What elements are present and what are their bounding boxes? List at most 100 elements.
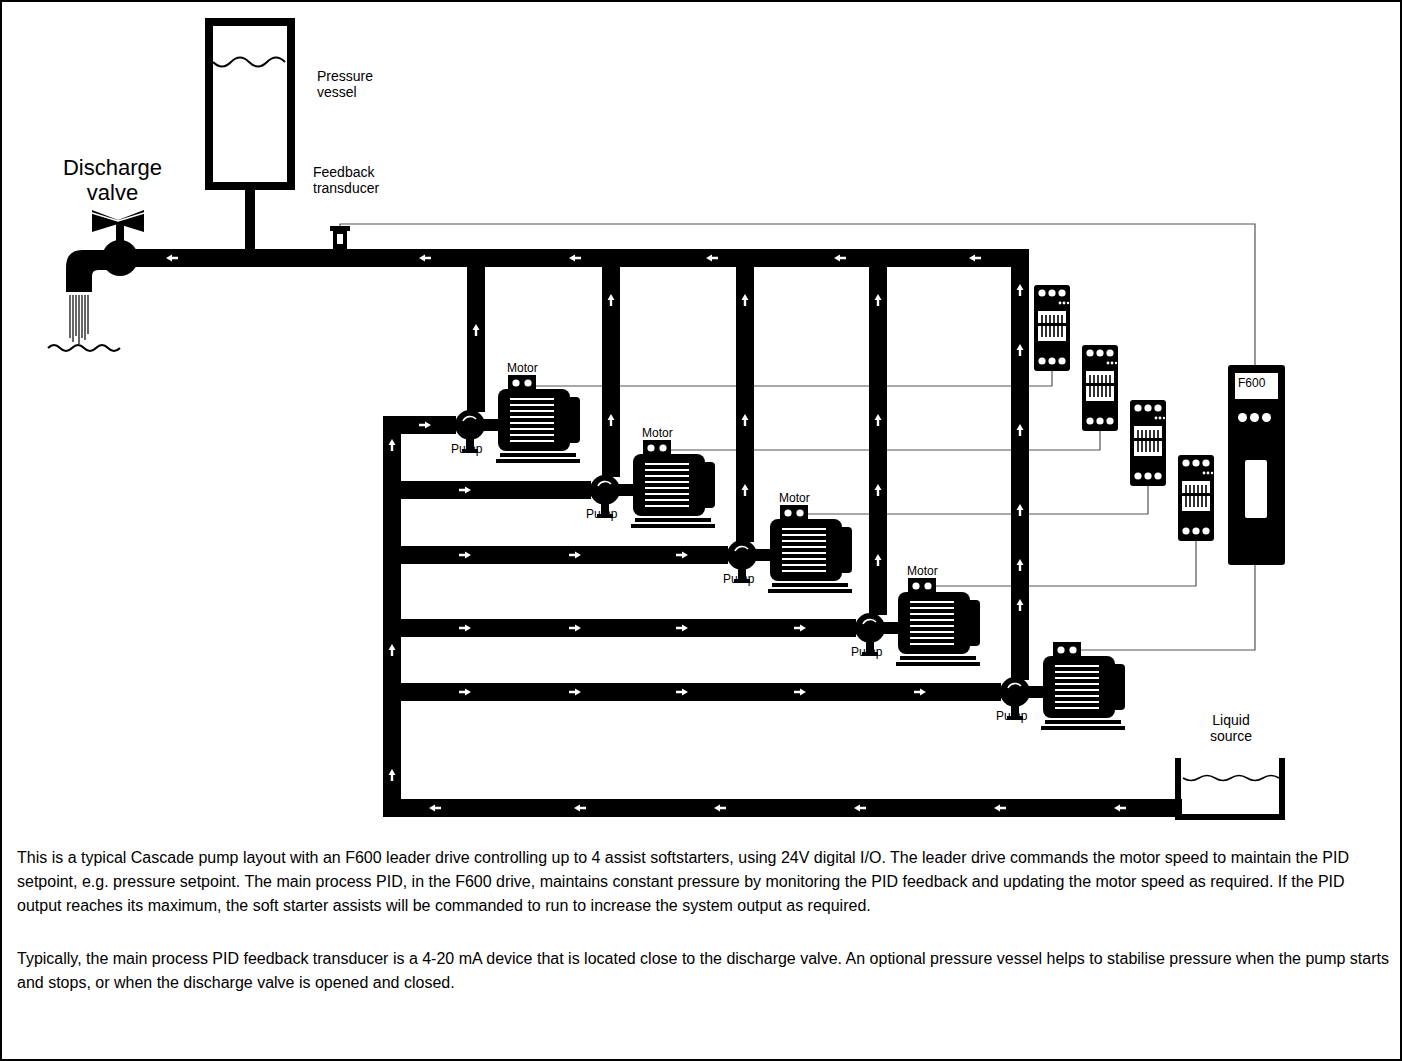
flow-arrow	[834, 255, 846, 262]
drawing-part	[337, 234, 343, 244]
drawing-part	[1130, 400, 1166, 486]
drawing-part	[1183, 776, 1279, 781]
keypad-button	[1250, 413, 1259, 422]
discharge-valve-label: Discharge valve	[50, 155, 175, 206]
drawing-part	[392, 546, 728, 564]
display-window	[1245, 460, 1267, 518]
flow-arrow	[1017, 504, 1024, 516]
node-label: F600	[1235, 373, 1278, 399]
pressure-vessel: Pressure vessel	[205, 18, 295, 190]
flow-arrow	[1017, 599, 1024, 611]
motor-label: Motor	[907, 565, 938, 579]
flow-arrow	[569, 689, 581, 696]
drawing-part	[70, 295, 88, 344]
keypad-button	[1262, 413, 1271, 422]
keypad-button	[1238, 413, 1247, 422]
discharge-valve	[48, 210, 144, 351]
pump-label: Pump	[451, 443, 482, 457]
drawing-part	[934, 541, 1196, 586]
drawing-part	[1082, 345, 1118, 431]
assist-softstarters	[1034, 285, 1214, 541]
flow-arrow	[1017, 344, 1024, 356]
motor-label: Motor	[779, 492, 810, 506]
drawing-part	[392, 481, 591, 499]
drawing-part	[130, 258, 1020, 680]
drawing-part	[1178, 455, 1214, 541]
flow-arrow	[742, 484, 749, 496]
node-label: Liquid source	[1195, 712, 1267, 744]
flow-arrow	[875, 484, 882, 496]
drawing-part	[330, 226, 350, 231]
flow-arrow	[166, 255, 178, 262]
feedback-transducer	[330, 226, 350, 249]
flow-arrow	[1017, 284, 1024, 296]
flow-arrow	[854, 805, 866, 812]
flow-arrow	[914, 689, 926, 696]
signal-wires	[340, 224, 1255, 650]
drawing-part	[392, 683, 1001, 701]
flow-arrow	[459, 689, 471, 696]
pump-label: Pump	[586, 508, 617, 522]
pipework	[130, 186, 1182, 808]
flow-arrow	[419, 422, 431, 429]
flow-arrow	[994, 805, 1006, 812]
drawing-part	[1034, 285, 1070, 371]
flow-arrow	[875, 414, 882, 426]
motor-label: Motor	[642, 427, 673, 441]
motor-label: Motor	[507, 362, 538, 376]
flow-arrow	[714, 805, 726, 812]
flow-arrow	[459, 552, 471, 559]
flow-arrow	[459, 487, 471, 494]
flow-arrow	[706, 255, 718, 262]
drawing-part	[48, 345, 120, 351]
drawing-part	[736, 258, 754, 542]
drawing-part	[92, 210, 144, 232]
flow-arrow	[676, 552, 688, 559]
flow-arrow	[389, 769, 396, 781]
drawing-part	[392, 619, 856, 637]
flow-arrow	[1017, 559, 1024, 571]
drawing-part	[869, 258, 887, 615]
liquid-source-liquid	[1183, 776, 1279, 781]
liquid-source-tank: Liquid source	[1175, 758, 1285, 820]
drawing-part	[213, 58, 285, 67]
f600-drive: F600	[1228, 365, 1285, 565]
flow-arrow	[608, 414, 615, 426]
drawing-part	[1079, 565, 1255, 650]
flow-arrow	[389, 644, 396, 656]
flow-arrow	[875, 554, 882, 566]
drawing-part	[333, 231, 347, 249]
flow-arrow	[969, 255, 981, 262]
flow-arrow	[794, 689, 806, 696]
flow-arrow	[794, 625, 806, 632]
flow-arrow	[875, 294, 882, 306]
flow-arrow	[742, 294, 749, 306]
drawing-part	[806, 486, 1148, 514]
flow-arrow	[1114, 805, 1126, 812]
flow-arrow	[419, 255, 431, 262]
flow-arrow	[569, 625, 581, 632]
flow-arrow	[389, 439, 396, 451]
flow-arrow	[676, 625, 688, 632]
flow-arrow	[569, 255, 581, 262]
flow-arrow	[473, 324, 480, 336]
flow-arrow	[742, 414, 749, 426]
caption-paragraph: This is a typical Cascade pump layout wi…	[17, 846, 1389, 918]
flow-arrow	[429, 805, 441, 812]
flow-arrow	[569, 552, 581, 559]
drawing-part	[392, 425, 1182, 808]
caption-paragraph: Typically, the main process PID feedback…	[17, 947, 1389, 995]
transducer-label: Feedback transducer	[313, 164, 403, 196]
flow-arrow	[459, 625, 471, 632]
drawing-part	[66, 250, 112, 292]
pump-label: Pump	[723, 573, 754, 587]
flow-arrow	[608, 294, 615, 306]
node-label: Pressure vessel	[317, 68, 397, 100]
flow-arrow	[574, 805, 586, 812]
pump-motor-sets	[455, 375, 1125, 730]
drawing-part	[92, 213, 144, 221]
drawing-part	[245, 186, 255, 252]
pump-label: Pump	[851, 646, 882, 660]
flow-arrow	[1017, 424, 1024, 436]
